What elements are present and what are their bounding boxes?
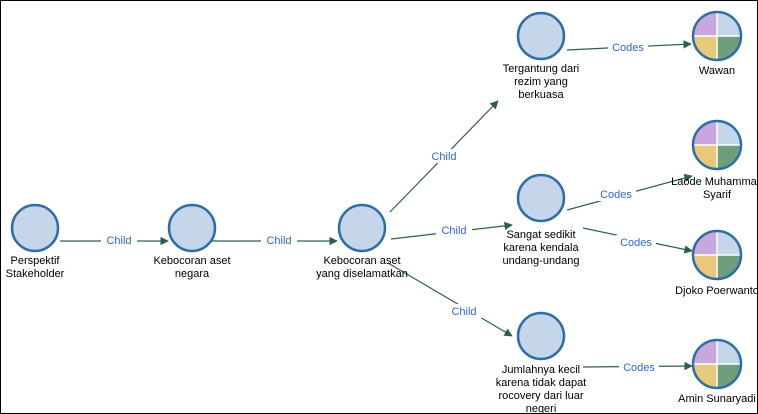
node-label-line-1: Tergantung dari bbox=[503, 63, 579, 75]
node-label-line-2: karena kendala bbox=[503, 242, 579, 254]
case-node-icon bbox=[691, 10, 743, 62]
edge-sangat-sedikit-to-djoko: Codes bbox=[582, 227, 693, 254]
node-circle bbox=[516, 173, 566, 223]
edge-label: Codes bbox=[623, 362, 655, 374]
node-label-line-2: karena tidak dapat bbox=[496, 377, 587, 389]
edge-sangat-sedikit-to-laode: Codes bbox=[566, 173, 693, 211]
node-label-line-1: Djoko Poerwanto bbox=[675, 285, 758, 297]
edge-jumlahnya-kecil-to-amin: Codes bbox=[582, 360, 693, 374]
edge-label-bg bbox=[596, 187, 636, 201]
edge-label-bg bbox=[426, 149, 462, 163]
node-sangat-sedikit[interactable]: Sangat sedikit karena kendala undang-und… bbox=[502, 173, 580, 267]
node-circle bbox=[516, 311, 566, 361]
edge-label-bg bbox=[616, 235, 656, 249]
node-perspektif-stakeholder[interactable]: Perspektif Stakeholder bbox=[6, 203, 65, 280]
edge-label: Child bbox=[431, 151, 456, 163]
case-node-icon bbox=[691, 229, 743, 281]
case-node-icon bbox=[691, 119, 743, 171]
edge-label: Child bbox=[266, 235, 291, 247]
node-code-djoko[interactable]: Djoko Poerwanto bbox=[675, 229, 758, 297]
node-label-line-1: Kebocoran aset bbox=[153, 255, 230, 267]
edge-diselamatkan-to-jumlahnya-kecil: Child bbox=[387, 262, 513, 337]
node-kebocoran-aset-negara[interactable]: Kebocoran aset negara bbox=[153, 203, 231, 280]
node-label-line-3: rocovery dari luar bbox=[499, 390, 584, 402]
node-label-line-1: Amin Sunaryadi bbox=[678, 393, 756, 405]
node-label-line-2: rezim yang bbox=[514, 76, 568, 88]
edge-diselamatkan-to-tergantung: Child bbox=[389, 100, 499, 213]
edge-label-bg bbox=[446, 304, 482, 318]
node-label-line-2: negara bbox=[175, 268, 210, 280]
node-circle bbox=[167, 203, 217, 253]
node-code-laode[interactable]: Laode Muhammad Syarif bbox=[671, 119, 758, 201]
edge-label-bg bbox=[608, 40, 648, 54]
edge-perspektif-to-kebocoran-negara: Child bbox=[60, 233, 169, 247]
node-label-line-2: Syarif bbox=[703, 189, 732, 201]
node-jumlahnya-kecil[interactable]: Jumlahnya kecil karena tidak dapat rocov… bbox=[496, 311, 587, 414]
node-label-line-1: Wawan bbox=[699, 65, 735, 77]
edge-label: Child bbox=[106, 235, 131, 247]
edge-line bbox=[387, 262, 513, 337]
node-code-wawan[interactable]: Wawan bbox=[691, 10, 743, 77]
node-label-line-3: undang-undang bbox=[502, 255, 579, 267]
node-label-line-1: Perspektif bbox=[11, 255, 61, 267]
node-label-line-1: Laode Muhammad bbox=[671, 176, 758, 188]
edge-diselamatkan-to-sangat-sedikit: Child bbox=[390, 221, 513, 240]
node-label-line-2: Stakeholder bbox=[6, 268, 65, 280]
node-label-line-1: Jumlahnya kecil bbox=[502, 364, 580, 376]
edge-label: Codes bbox=[612, 42, 644, 54]
edge-label: Codes bbox=[620, 237, 652, 249]
node-code-amin[interactable]: Amin Sunaryadi bbox=[678, 338, 756, 405]
edge-label: Child bbox=[451, 306, 476, 318]
edge-tergantung-to-wawan: Codes bbox=[566, 40, 692, 54]
edge-label: Child bbox=[441, 225, 466, 237]
node-label-line-1: Sangat sedikit bbox=[506, 229, 575, 241]
node-tergantung-rezim[interactable]: Tergantung dari rezim yang berkuasa bbox=[503, 11, 579, 101]
edge-label: Codes bbox=[600, 189, 632, 201]
node-circle bbox=[337, 203, 387, 253]
node-label-line-2: yang diselamatkan bbox=[316, 268, 408, 280]
edge-kebocoran-negara-to-diselamatkan: Child bbox=[211, 233, 338, 247]
node-label-line-4: negeri bbox=[526, 403, 557, 414]
edge-label-bg bbox=[436, 223, 472, 237]
node-kebocoran-aset-diselamatkan[interactable]: Kebocoran aset yang diselamatkan bbox=[316, 203, 408, 280]
node-circle bbox=[10, 203, 60, 253]
node-label-line-3: berkuasa bbox=[518, 89, 564, 101]
edge-label-bg bbox=[261, 233, 297, 247]
edge-label-bg bbox=[101, 233, 137, 247]
node-label-line-1: Kebocoran aset bbox=[323, 255, 400, 267]
case-node-icon bbox=[691, 338, 743, 390]
edge-label-bg bbox=[619, 360, 659, 374]
node-circle bbox=[516, 11, 566, 61]
